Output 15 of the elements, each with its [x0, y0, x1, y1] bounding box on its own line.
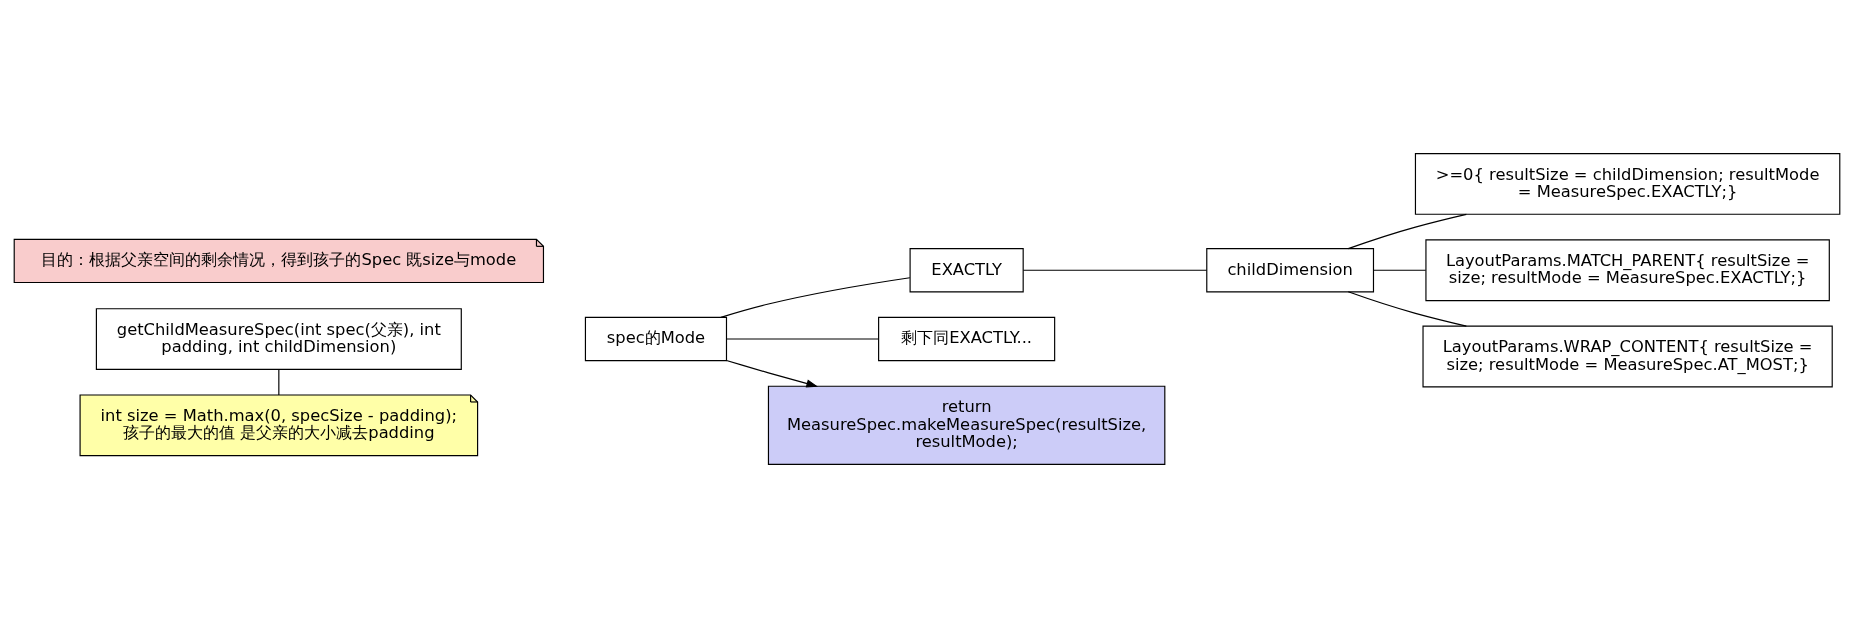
- node-box: 剩下同EXACTLY...: [878, 316, 1056, 362]
- node-box: getChildMeasureSpec(int spec(父亲), int padding, int childDimension): [95, 308, 462, 370]
- connector: [720, 277, 911, 318]
- connector: [1022, 269, 1208, 271]
- node-box: EXACTLY: [909, 248, 1024, 293]
- arrow: [725, 359, 819, 388]
- node-box: LayoutParams.MATCH_PARENT{ resultSize = size; resultMode = MeasureSpec.EXACTLY;}: [1425, 239, 1830, 302]
- node-box: >=0{ resultSize = childDimension; resultMode = MeasureSpec.EXACTLY;}: [1414, 153, 1841, 215]
- connector: [726, 338, 880, 340]
- node-box: spec的Mode: [584, 316, 728, 362]
- connector: [278, 369, 280, 396]
- node-box: LayoutParams.WRAP_CONTENT{ resultSize = size; resultMode = MeasureSpec.AT_MOST;}: [1422, 325, 1833, 388]
- node-box: return MeasureSpec.makeMeasureSpec(resultSize, resultMode);: [767, 385, 1166, 465]
- node-box: childDimension: [1206, 248, 1375, 293]
- connector: [1373, 269, 1427, 271]
